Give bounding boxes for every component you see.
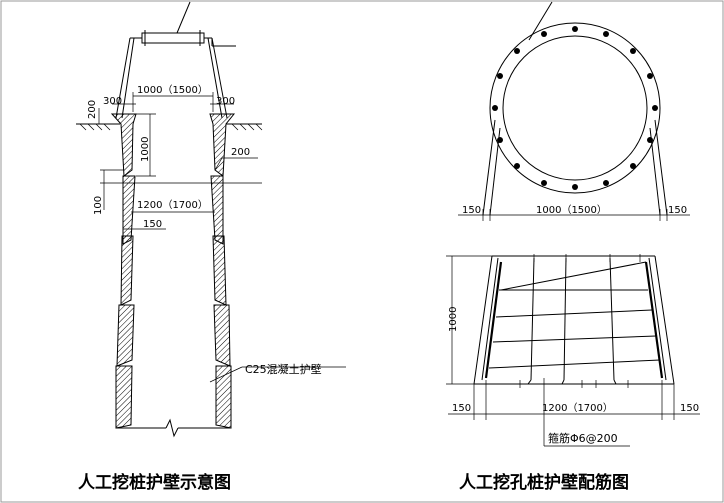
vertical-rebars (527, 257, 617, 385)
plan-dim-right: 150 (668, 205, 687, 216)
dim-overlap: 100 (93, 196, 104, 215)
elev-dim-left: 150 (452, 403, 471, 414)
dim-segment-height: 1000 (140, 137, 151, 162)
left-pile-section: 1000（1500） 300 300 200 1000 200 100 1200… (76, 1, 346, 438)
dim-wall-right: 300 (216, 96, 235, 107)
dim-step: 200 (231, 147, 250, 158)
dim-cap-height: 200 (87, 100, 98, 119)
elev-dim-height: 1000 (448, 307, 459, 332)
dim-taper: 150 (143, 219, 162, 230)
left-dimensions (98, 92, 346, 383)
left-caption: 人工挖桩护壁示意图 (78, 472, 231, 493)
plan-dim-left: 150 (462, 205, 481, 216)
dim-top-inner: 1000（1500） (137, 84, 208, 96)
winch-frame (115, 1, 236, 119)
ground-line (76, 123, 263, 131)
left-wall (110, 113, 137, 429)
hoop-rebars (488, 261, 661, 369)
plan-support-legs (482, 119, 668, 216)
right-elevation-view: 1000 150 1200（1700） 150 箍筋Φ6@200 (446, 254, 700, 447)
right-plan-view: 150 1000（1500） 150 (458, 1, 690, 221)
left-dim-texts: 1000（1500） 300 300 200 1000 200 100 1200… (87, 84, 322, 376)
right-caption: 人工挖孔桩护壁配筋图 (459, 472, 629, 493)
right-wall (209, 113, 236, 429)
elev-dim-width: 1200（1700） (542, 402, 613, 414)
elev-dim-right: 150 (680, 403, 699, 414)
rebar-dots (492, 26, 658, 190)
hoop-callout: 箍筋Φ6@200 (548, 431, 618, 445)
wall-callout: C25混凝土护壁 (245, 362, 322, 376)
dim-wall-left: 300 (103, 96, 122, 107)
break-line (116, 418, 231, 438)
plan-dim-diameter: 1000（1500） (536, 204, 607, 216)
dim-bottom-inner: 1200（1700） (137, 199, 208, 211)
rebar-top-ticks (519, 254, 641, 388)
